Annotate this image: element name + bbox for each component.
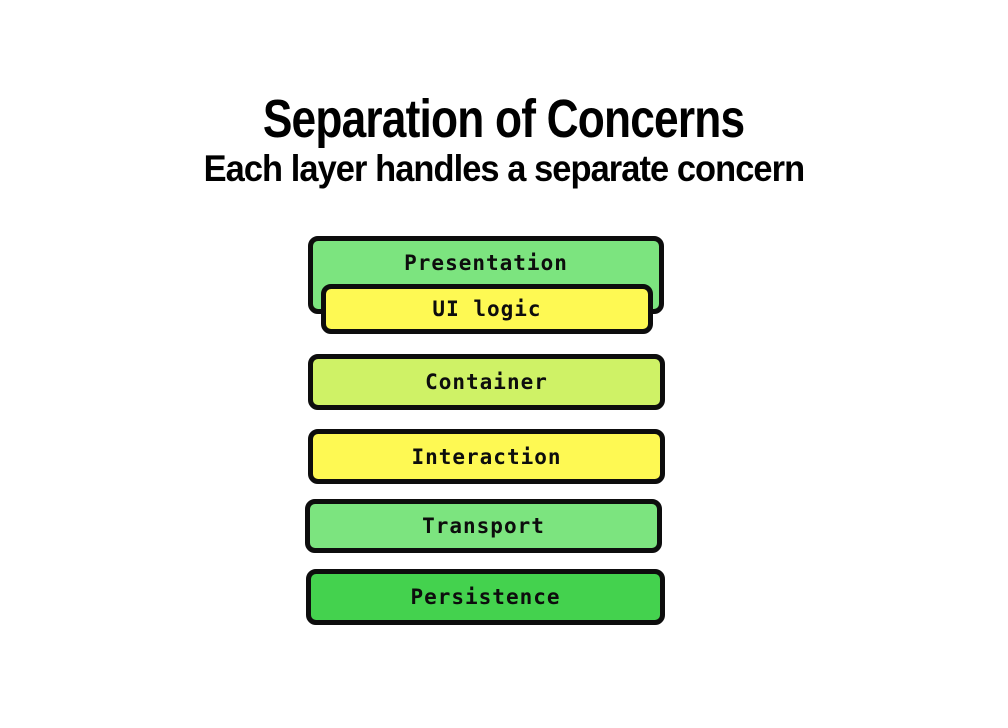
diagram-header: Separation of Concerns Each layer handle… <box>0 92 1008 187</box>
layer-label-presentation: Presentation <box>404 251 568 275</box>
layer-label-ui-logic: UI logic <box>432 297 542 321</box>
diagram-title: Separation of Concerns <box>263 89 745 149</box>
layer-box-container: Container <box>308 354 665 410</box>
layer-label-interaction: Interaction <box>411 444 562 469</box>
layer-box-persistence: Persistence <box>306 569 665 625</box>
diagram-subtitle: Each layer handles a separate concern <box>203 148 806 189</box>
layer-label-container: Container <box>425 370 548 394</box>
layer-label-transport: Transport <box>422 514 545 538</box>
layer-box-transport: Transport <box>305 499 662 553</box>
layer-label-persistence: Persistence <box>410 585 561 609</box>
layer-box-ui-logic: UI logic <box>321 284 653 334</box>
layer-box-interaction: Interaction <box>308 429 665 484</box>
